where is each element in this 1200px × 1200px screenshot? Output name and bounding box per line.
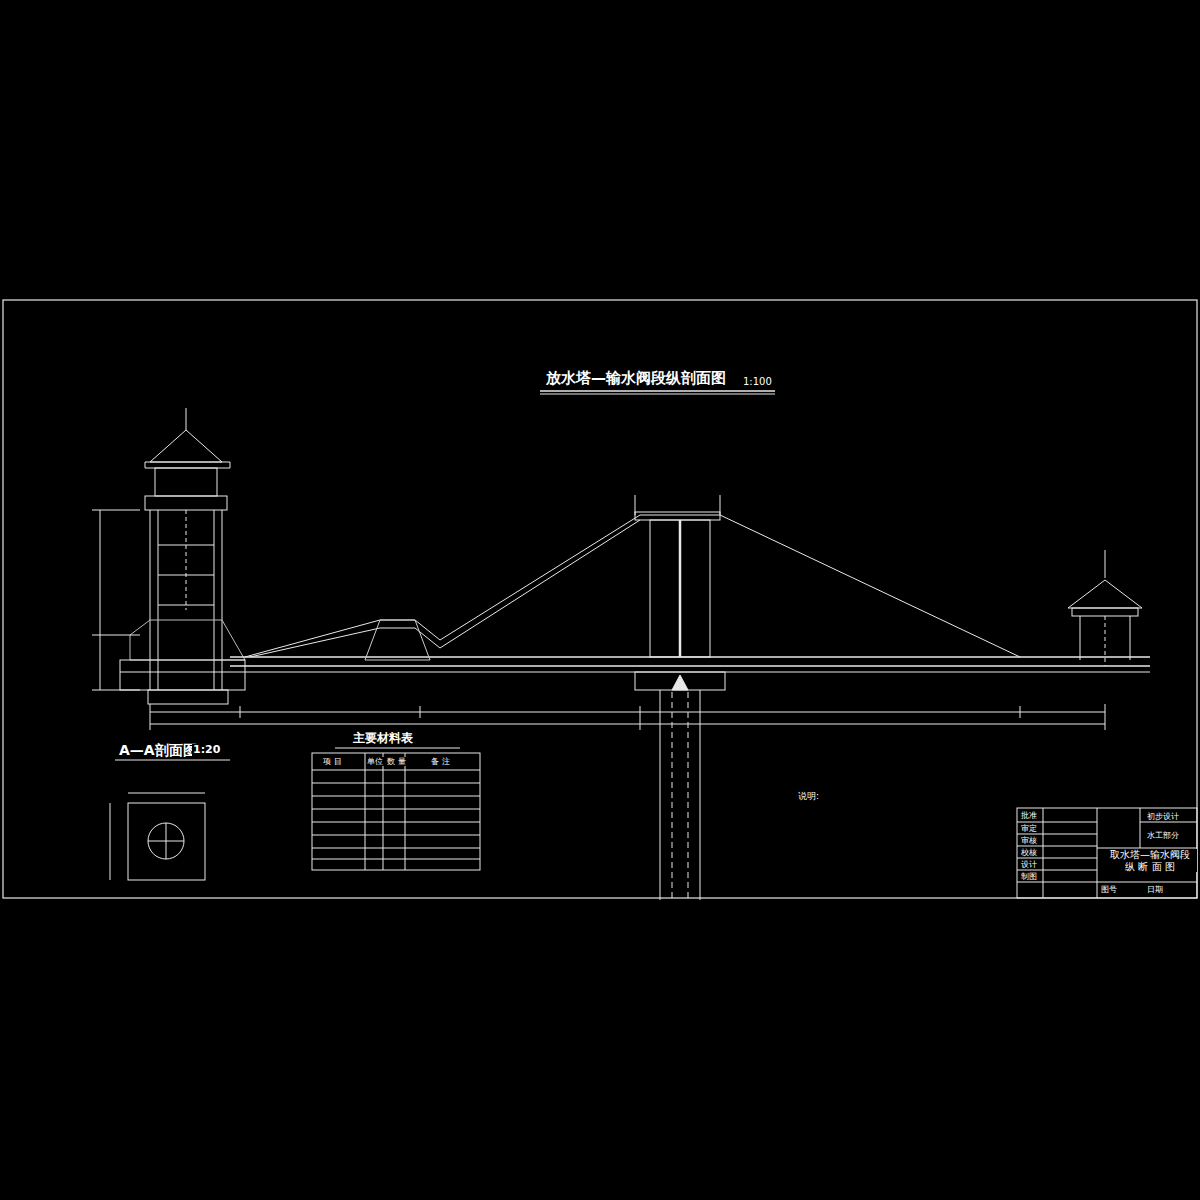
annotation-label: A—A剖面图 (118, 742, 198, 758)
material-table: 主要材料表 (312, 753, 480, 870)
annotation-label: 校核 (1020, 848, 1038, 857)
annotation-label: 单位 (366, 757, 384, 766)
annotation-label: 图号 (1100, 885, 1118, 894)
annotation-label: 制图 (1020, 872, 1038, 881)
node-text: 取水塔—输水阀段 纵 断 面 图 (1103, 849, 1197, 872)
title-block: 取水塔—输水阀段 纵 断 面 图 (1097, 848, 1197, 882)
annotation-label: 设计 (1020, 860, 1038, 869)
annotation-label: 批准 (1020, 811, 1038, 820)
annotation-label: 初步设计 (1146, 812, 1180, 821)
annotation-label: 备 注 (430, 757, 451, 766)
annotation-label: 审核 (1020, 836, 1038, 845)
node-text: 主要材料表 (352, 732, 414, 746)
annotation-label: 审定 (1020, 824, 1038, 833)
annotation-label: 1:20 (192, 744, 221, 757)
annotation-label: 日期 (1146, 885, 1164, 894)
annotation-label: 项 目 (322, 757, 343, 766)
annotation-label: 1:100 (742, 376, 773, 388)
annotation-label: 数 量 (386, 757, 407, 766)
drawing-title: 放水塔—输水阀段纵剖面图 (545, 370, 727, 387)
annotation-label: 说明: (797, 791, 820, 801)
annotation-label: 水工部分 (1146, 831, 1180, 840)
